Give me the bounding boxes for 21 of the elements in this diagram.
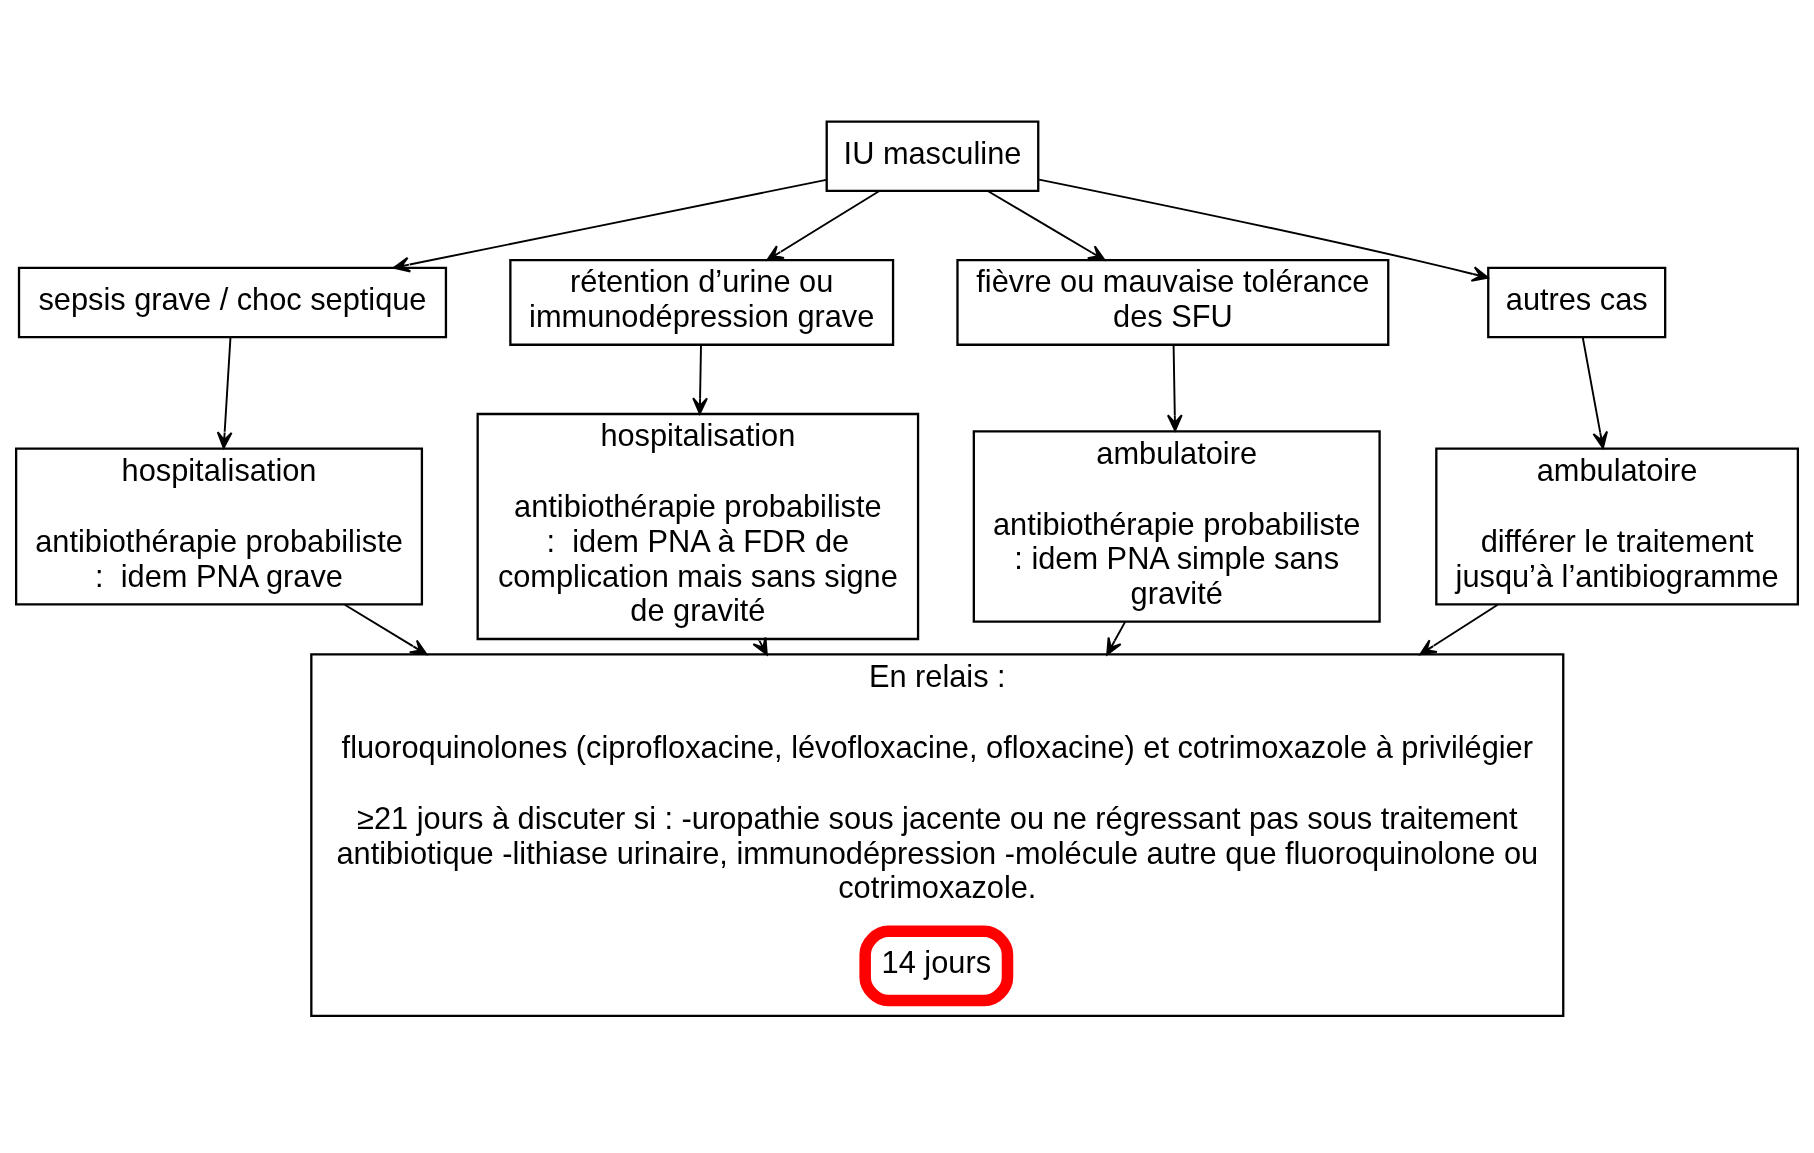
node-box: rétention d’urine ou immunodépression grave xyxy=(509,259,895,346)
node-box: fièvre ou mauvaise tolérance des SFU xyxy=(956,259,1390,346)
arrow xyxy=(1106,620,1127,656)
node-box: ambulatoire différer le traitement jusqu’à l’antibiogramme xyxy=(1435,447,1800,606)
node-box: IU masculine xyxy=(825,120,1040,193)
arrow xyxy=(766,190,880,262)
node-box: 14 jours xyxy=(859,925,1014,1007)
arrow xyxy=(392,178,828,273)
node-box: sepsis grave / choc septique xyxy=(17,266,448,339)
node-box: hospitalisation antibiothérapie probabiliste : idem PNA grave xyxy=(14,447,424,606)
arrow xyxy=(692,343,708,415)
arrow xyxy=(216,336,233,449)
node-box: autres cas xyxy=(1487,266,1667,339)
arrow xyxy=(1419,603,1499,656)
arrow xyxy=(752,636,768,656)
arrow xyxy=(987,190,1106,262)
node-box: ambulatoire antibiothérapie probabiliste : idem PNA simple sans gravité xyxy=(972,430,1381,623)
arrow xyxy=(1166,343,1183,432)
arrow xyxy=(343,603,428,656)
arrow xyxy=(1038,178,1489,282)
arrow xyxy=(1581,336,1608,449)
